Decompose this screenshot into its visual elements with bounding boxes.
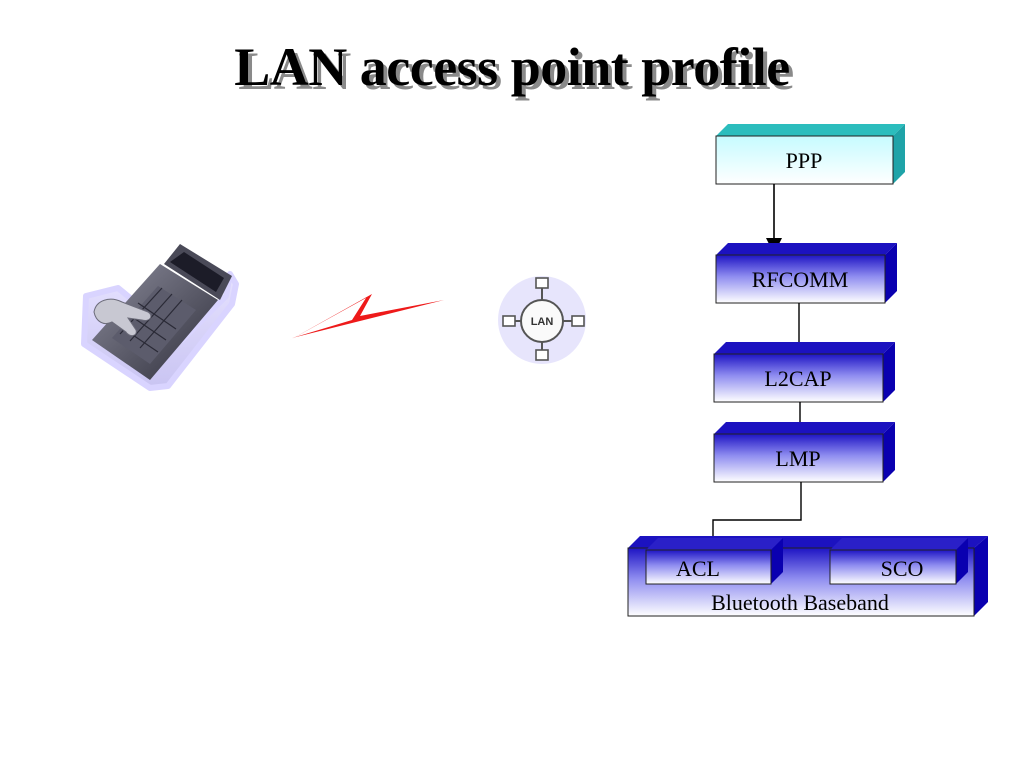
sco-label: SCO	[881, 556, 924, 581]
lan-node-label: LAN	[531, 316, 554, 328]
lmp-layer-block	[713, 422, 895, 483]
ppp-layer-block	[715, 124, 905, 185]
laptop-with-hand-icon	[81, 244, 239, 391]
l2cap-label: L2CAP	[764, 366, 831, 391]
rfcomm-layer-block	[715, 243, 897, 304]
lightning-bolt-icon	[290, 294, 444, 340]
slide-title: LAN access point profile	[234, 37, 790, 97]
lmp-label: LMP	[775, 446, 820, 471]
sco-layer-block	[829, 538, 968, 585]
acl-label: ACL	[676, 556, 720, 581]
ppp-label: PPP	[786, 148, 823, 173]
l2cap-layer-block	[713, 342, 895, 403]
acl-layer-block	[645, 538, 783, 585]
baseband-label: Bluetooth Baseband	[711, 590, 889, 615]
lan-network-icon	[498, 276, 586, 364]
rfcomm-label: RFCOMM	[752, 267, 849, 292]
